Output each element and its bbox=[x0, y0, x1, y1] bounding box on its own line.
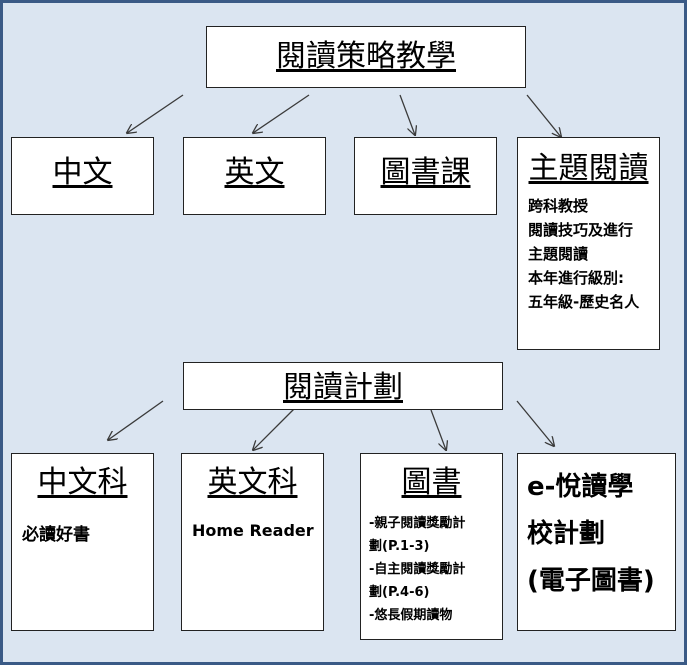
english-subject-label: 英文科 bbox=[207, 465, 298, 500]
library-lesson-box: 圖書課 bbox=[354, 137, 497, 215]
chinese-subject-label: 中文科 bbox=[37, 465, 128, 500]
ebook-box: e-悅讀學 校計劃 (電子圖書) bbox=[517, 453, 676, 631]
reading-plan-title-box: 閱讀計劃 bbox=[183, 362, 503, 410]
arrow-to-library-lesson bbox=[399, 94, 415, 135]
library-note: 劃(P.4-6) bbox=[369, 585, 430, 600]
topic-reading-box: 主題閱讀 跨科教授 閱讀技巧及進行 主題閱讀 本年進行級別: 五年級-歷史名人 bbox=[517, 137, 660, 350]
chinese-label: 中文 bbox=[52, 155, 113, 190]
english-subject-box: 英文科 Home Reader bbox=[181, 453, 324, 631]
library-notes: -親子閱讀獎勵計 劃(P.1-3) -自主閱讀獎勵計 劃(P.4-6) -悠長假… bbox=[369, 512, 465, 627]
arrow-to-english-subject bbox=[253, 408, 295, 450]
topic-note: 閱讀技巧及進行 bbox=[528, 221, 634, 239]
chinese-subject-note: 必讀好書 bbox=[22, 525, 90, 545]
library-note: -自主閱讀獎勵計 bbox=[369, 562, 466, 577]
topic-reading-label: 主題閱讀 bbox=[528, 151, 649, 186]
english-box: 英文 bbox=[183, 137, 326, 215]
library-label: 圖書 bbox=[401, 465, 462, 500]
arrow-to-english bbox=[253, 94, 310, 133]
ebook-line: (電子圖書) bbox=[527, 566, 655, 596]
arrow-to-library bbox=[430, 409, 446, 450]
arrow-to-ebook bbox=[516, 400, 554, 446]
topic-note: 本年進行級別: bbox=[528, 269, 624, 287]
ebook-plan-text: e-悅讀學 校計劃 (電子圖書) bbox=[527, 464, 655, 605]
library-lesson-label: 圖書課 bbox=[380, 155, 471, 190]
english-subject-note: Home Reader bbox=[192, 521, 314, 540]
chinese-subject-box: 中文科 必讀好書 bbox=[11, 453, 154, 631]
topic-note: 跨科教授 bbox=[528, 197, 589, 215]
arrow-to-chinese-subject bbox=[108, 400, 164, 440]
reading-plan-title: 閱讀計劃 bbox=[283, 370, 403, 405]
ebook-line: e-悅讀學 bbox=[527, 472, 634, 502]
topic-reading-notes: 跨科教授 閱讀技巧及進行 主題閱讀 本年進行級別: 五年級-歷史名人 bbox=[528, 194, 639, 314]
arrow-to-topic-reading bbox=[526, 94, 561, 137]
library-note: -悠長假期讀物 bbox=[369, 608, 453, 623]
chinese-box: 中文 bbox=[11, 137, 154, 215]
arrows-layer bbox=[3, 94, 684, 662]
ebook-line: 校計劃 bbox=[527, 519, 606, 549]
arrow-to-chinese bbox=[127, 94, 184, 133]
library-note: -親子閱讀獎勵計 bbox=[369, 516, 466, 531]
library-note: 劃(P.1-3) bbox=[369, 539, 430, 554]
topic-note: 五年級-歷史名人 bbox=[528, 293, 640, 311]
strategy-title: 閱讀策略教學 bbox=[276, 39, 456, 74]
library-box: 圖書 -親子閱讀獎勵計 劃(P.1-3) -自主閱讀獎勵計 劃(P.4-6) -… bbox=[360, 453, 503, 640]
english-label: 英文 bbox=[224, 155, 285, 190]
topic-note: 主題閱讀 bbox=[528, 245, 589, 263]
strategy-title-box: 閱讀策略教學 bbox=[206, 26, 526, 88]
